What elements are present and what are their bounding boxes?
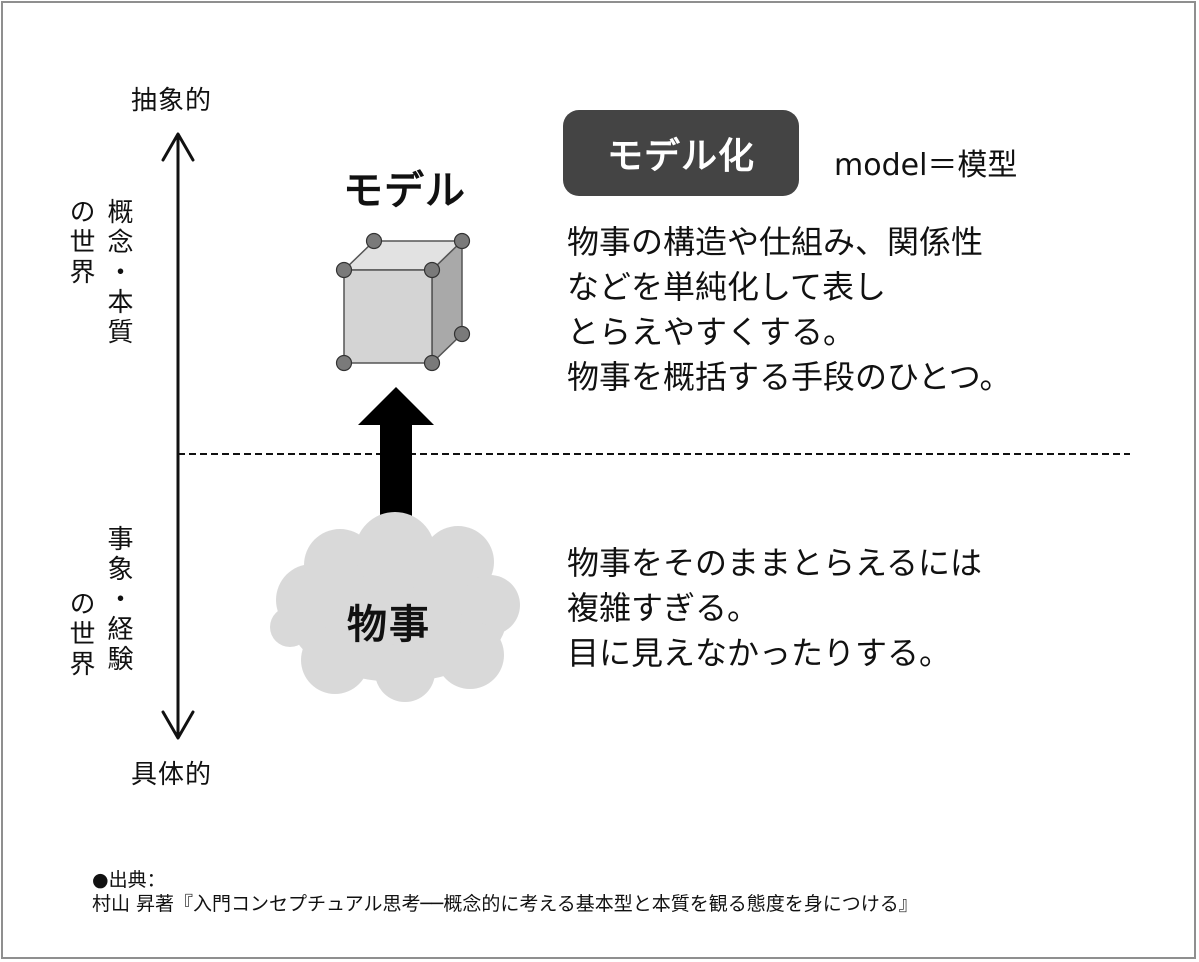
modelization-badge: モデル化 <box>563 110 799 196</box>
source-citation: 村山 昇著『入門コンセプチュアル思考──概念的に考える基本型と本質を観る態度を身… <box>92 893 918 915</box>
abstraction-up-arrow <box>358 387 434 518</box>
things-cloud-label: 物事 <box>347 602 431 648</box>
things-description-line: 目に見えなかったりする。 <box>567 634 952 672</box>
model-description-line: 物事の構造や仕組み、関係性 <box>567 223 984 261</box>
model-title: モデル <box>343 168 466 214</box>
model-definition: model＝模型 <box>834 148 1018 183</box>
model-description-line: 物事を概括する手段のひとつ。 <box>567 358 1012 396</box>
things-description: 物事をそのままとらえるには 複雑すぎる。 目に見えなかったりする。 <box>567 541 982 676</box>
upper-world-label-col2: の世界 <box>65 198 95 288</box>
model-description-line: などを単純化して表し <box>567 268 887 306</box>
source-note: ●出典： 村山 昇著『入門コンセプチュアル思考──概念的に考える基本型と本質を観… <box>92 868 918 916</box>
cube-icon <box>335 232 471 372</box>
things-description-line: 物事をそのままとらえるには <box>567 544 983 582</box>
modelization-badge-label: モデル化 <box>606 136 755 177</box>
things-description-line: 複雑すぎる。 <box>567 589 760 627</box>
lower-world-label-col2: の世界 <box>65 590 95 680</box>
model-description: 物事の構造や仕組み、関係性 などを単純化して表し とらえやすくする。 物事を概括… <box>567 220 1011 400</box>
axis-top-label: 抽象的 <box>131 86 213 116</box>
cloud-shape <box>270 512 520 702</box>
model-description-line: とらえやすくする。 <box>567 313 856 351</box>
lower-world-label-col1: 事象・経験 <box>103 525 133 675</box>
upper-world-label-col1: 概念・本質 <box>103 198 133 348</box>
axis-bottom-label: 具体的 <box>131 760 213 790</box>
vertical-axis-arrow <box>161 132 195 740</box>
source-heading: ●出典： <box>92 869 166 891</box>
